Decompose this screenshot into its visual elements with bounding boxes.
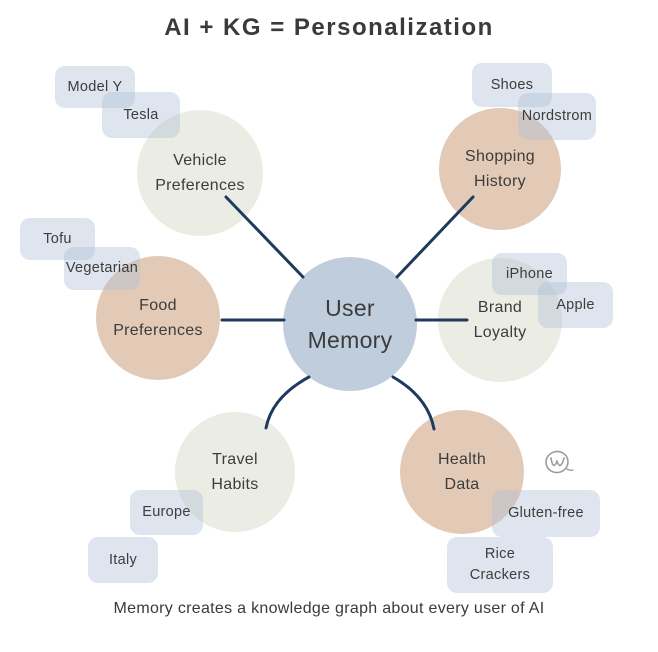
- diagram-title: AI + KG = Personalization: [164, 14, 494, 41]
- diagram-caption: Memory creates a knowledge graph about e…: [113, 600, 545, 617]
- tag-model-y: Model Y: [55, 66, 135, 108]
- tag-rice-crackers: Rice Crackers: [447, 537, 553, 593]
- node-label: Habits: [211, 476, 259, 493]
- tag-iphone: iPhone: [492, 253, 567, 295]
- tag-tesla: Tesla: [102, 92, 180, 138]
- node-label: User: [325, 295, 375, 321]
- tag-nordstrom: Nordstrom: [518, 93, 596, 140]
- tag-tofu: Tofu: [20, 218, 95, 260]
- connector-line-travel-habits: [264, 375, 311, 430]
- node-label: Brand: [477, 299, 523, 316]
- tag-gluten-free: Gluten-free: [492, 490, 600, 537]
- tag-apple: Apple: [538, 282, 613, 328]
- tag-europe: Europe: [130, 490, 203, 535]
- node-label: Food: [139, 297, 177, 314]
- watermark-circled-w-icon: [545, 450, 574, 474]
- node-label: Loyalty: [473, 324, 527, 341]
- tag-italy: Italy: [88, 537, 158, 583]
- node-label: Shopping: [464, 148, 536, 165]
- node-label: Health: [437, 451, 487, 468]
- node-label: Preferences: [155, 177, 245, 194]
- node-label: Travel: [212, 451, 258, 468]
- node-label: Preferences: [113, 322, 203, 339]
- node-label: History: [474, 173, 526, 190]
- node-label: Vehicle: [173, 152, 227, 169]
- node-label: Memory: [307, 327, 393, 353]
- tag-vegetarian: Vegetarian: [64, 247, 140, 290]
- node-label: Data: [444, 476, 480, 493]
- tag-shoes: Shoes: [472, 63, 552, 107]
